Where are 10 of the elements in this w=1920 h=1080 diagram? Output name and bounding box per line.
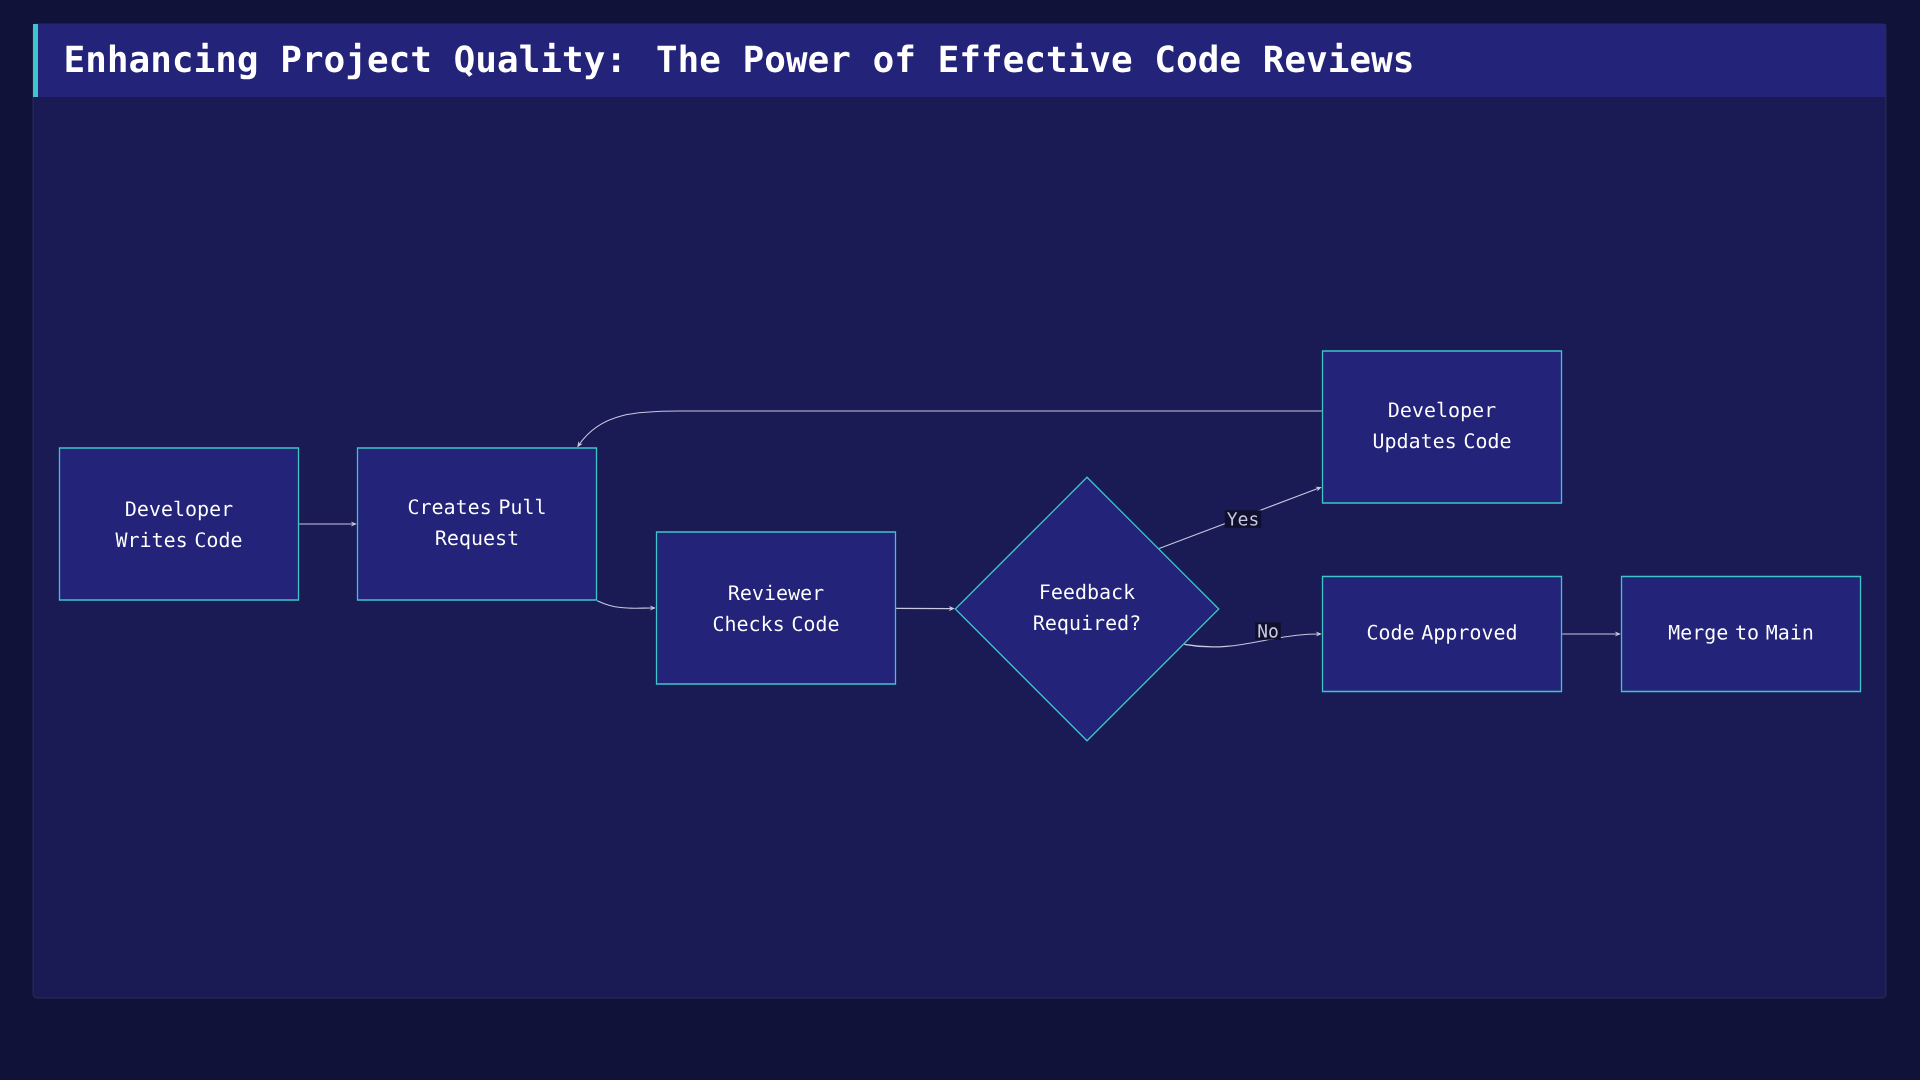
process-box: Developer Writes Code: [58, 447, 300, 601]
process-box: Developer Updates Code: [1321, 350, 1563, 504]
process-box: Merge to Main: [1620, 575, 1862, 693]
process-box: Creates Pull Request: [356, 447, 598, 601]
edge-label: Yes: [1224, 510, 1262, 528]
edge-label: No: [1255, 622, 1281, 640]
title-bar: Enhancing Project Quality: The Power of Effective Code Reviews: [33, 24, 1886, 97]
process-box: Code Approved: [1321, 575, 1563, 693]
process-box: Reviewer Checks Code: [655, 531, 897, 685]
arrow: [1183, 631, 1322, 648]
